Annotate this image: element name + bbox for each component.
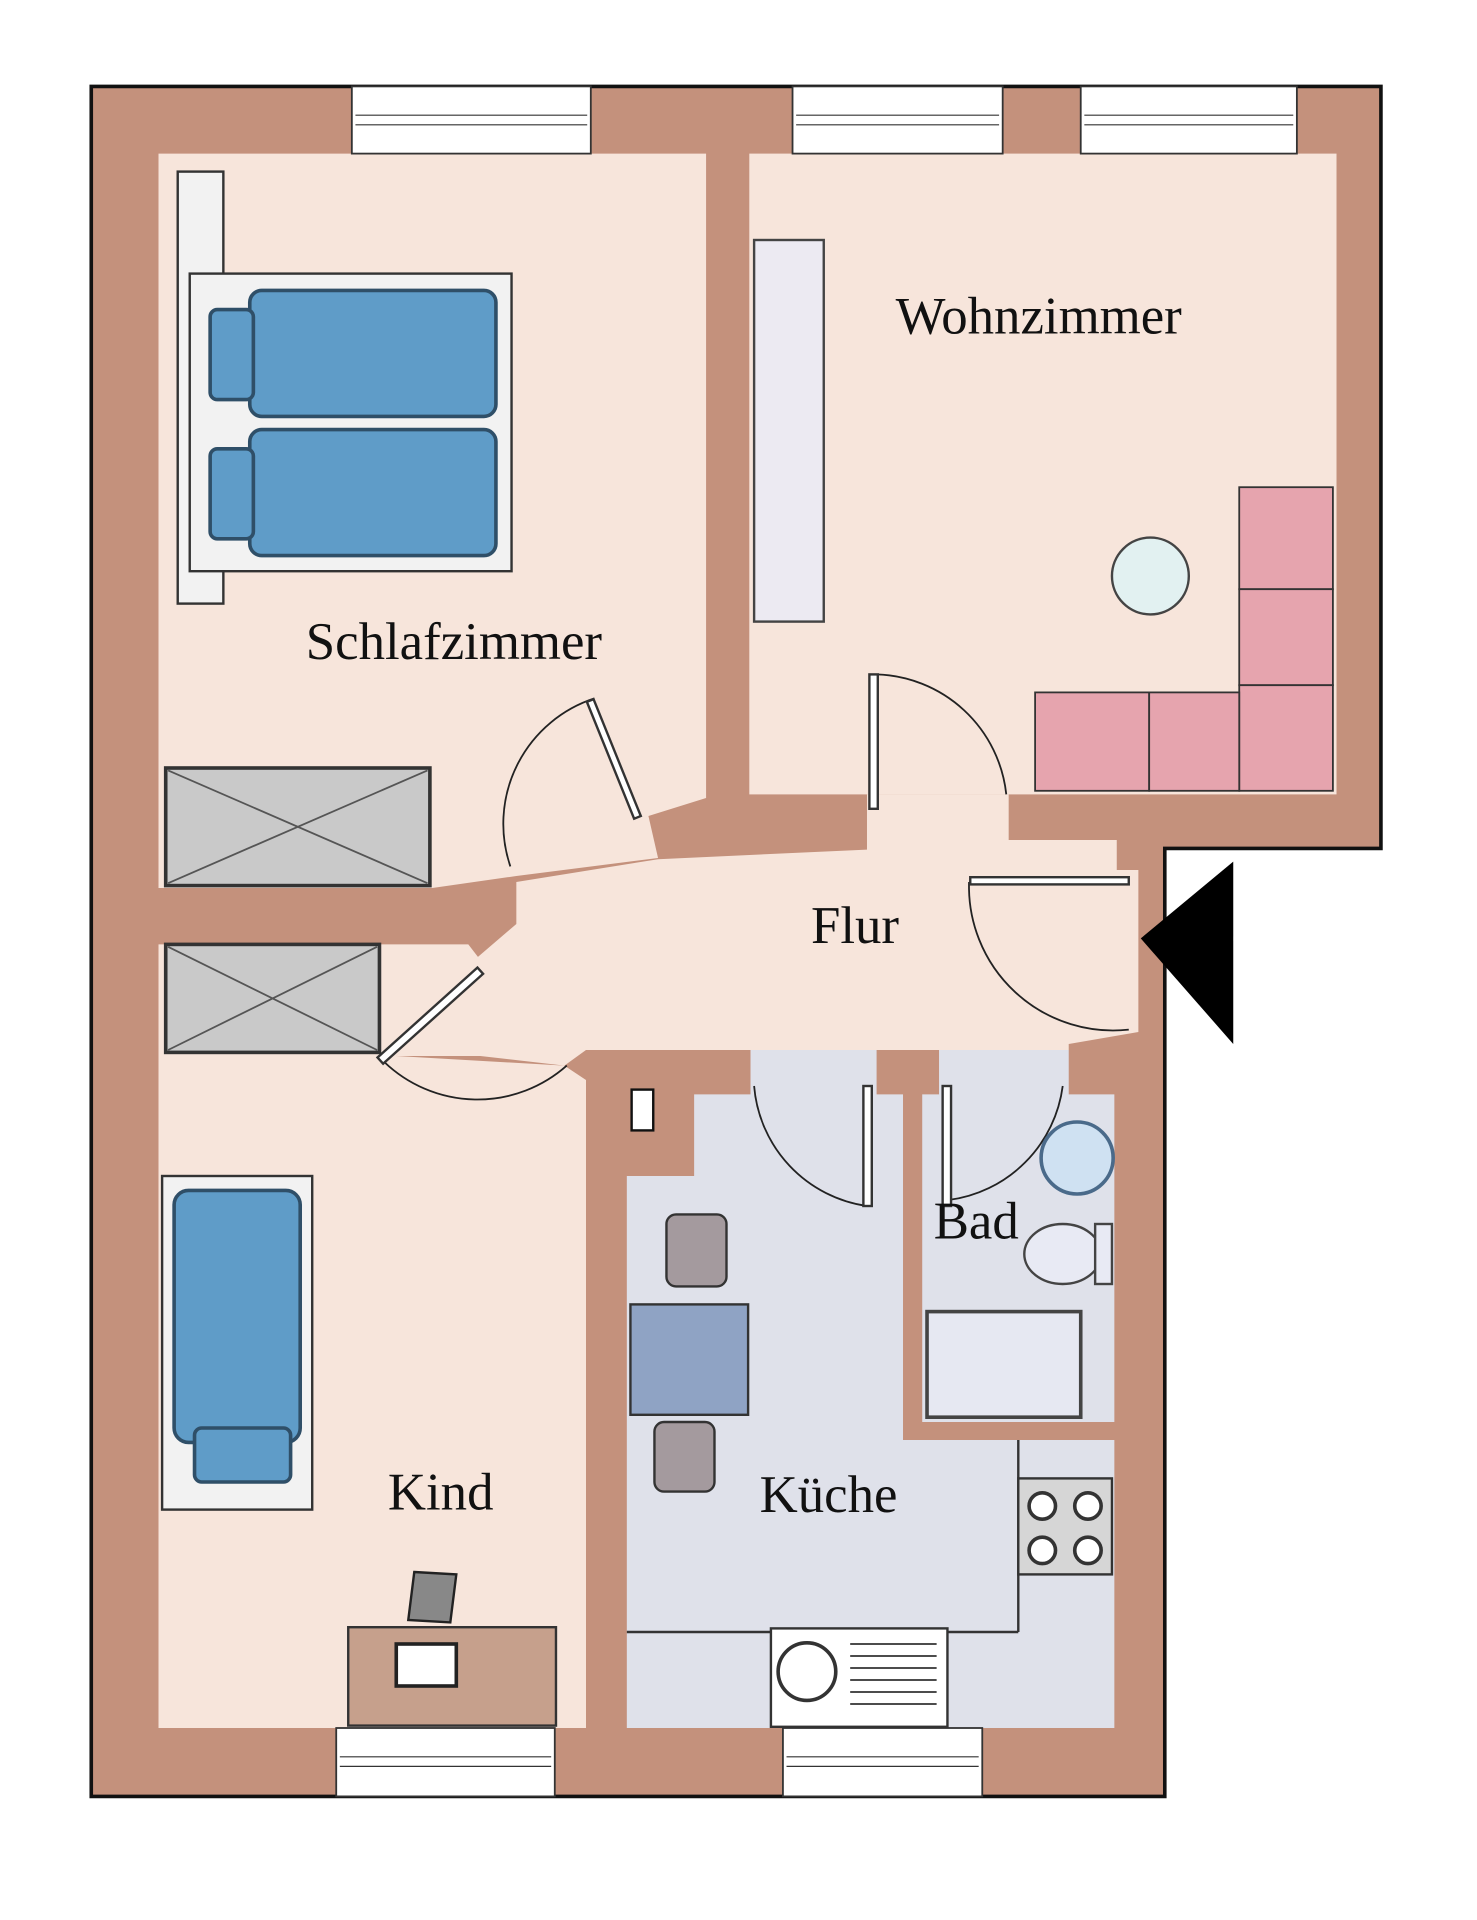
sink — [769, 1627, 949, 1728]
double-bed — [176, 170, 513, 605]
wardrobe — [163, 766, 432, 888]
desk — [347, 1570, 558, 1727]
toilet — [1023, 1222, 1114, 1286]
windows — [335, 85, 1298, 1798]
chimney-vent — [630, 1088, 655, 1132]
cabinet — [752, 238, 825, 623]
room-label-hallway: Flur — [811, 897, 899, 955]
dining-table — [629, 1213, 750, 1493]
single-bed — [160, 1174, 314, 1511]
bathtub — [925, 1309, 1083, 1419]
room-label-kitchen: Küche — [760, 1466, 898, 1524]
child-room-floor — [158, 944, 586, 1728]
doors — [375, 673, 1130, 1208]
room-label-bathroom: Bad — [934, 1192, 1019, 1250]
entrance-arrow-icon — [1140, 861, 1234, 1044]
coffee-table — [1110, 536, 1191, 616]
corner-sofa — [1034, 486, 1334, 792]
washbasin — [1039, 1120, 1115, 1196]
room-label-living-room: Wohnzimmer — [896, 288, 1183, 346]
hallway-floor — [396, 794, 1139, 1066]
room-label-child-room: Kind — [388, 1464, 494, 1522]
room-label-bedroom: Schlafzimmer — [306, 613, 603, 671]
stove — [1017, 1477, 1114, 1576]
wardrobe — [163, 942, 382, 1055]
kitchen-floor — [626, 1050, 1115, 1728]
